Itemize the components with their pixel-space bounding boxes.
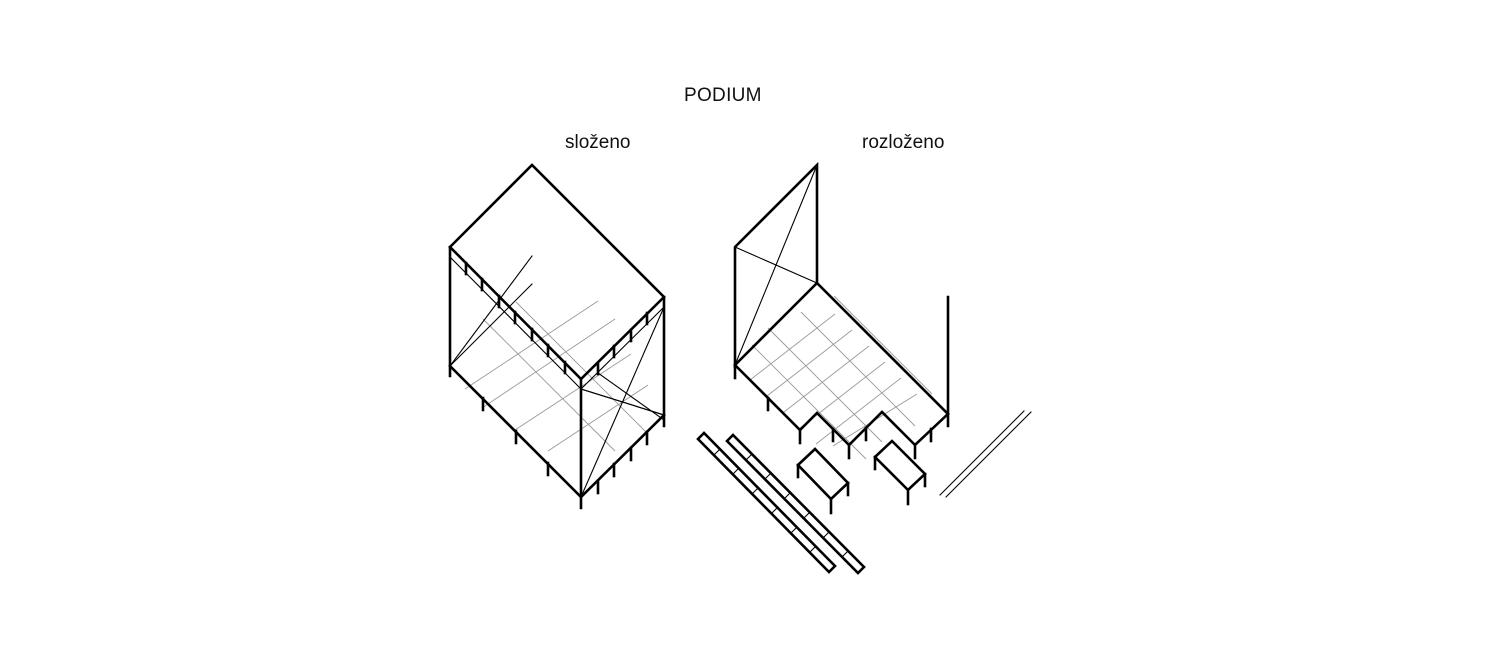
assembled-podium — [448, 163, 666, 510]
exploded-beam-2 — [725, 433, 866, 575]
assembled-bracing — [449, 255, 665, 498]
assembled-roof — [448, 163, 666, 381]
assembled-roof-ribs — [464, 261, 649, 376]
exploded-floor-legs — [766, 396, 933, 460]
exploded-floor-right-edge — [815, 281, 950, 416]
exploded-beam-1 — [696, 431, 837, 574]
assembled-columns — [448, 245, 666, 510]
beam-2-outline — [725, 433, 866, 575]
assembled-floor-back — [449, 283, 533, 367]
assembled-label: složeno — [565, 132, 631, 153]
exploded-podium — [696, 161, 1032, 575]
assembled-floor-grid — [464, 300, 649, 452]
assembled-legs — [481, 396, 649, 495]
diagram-title: PODIUM — [684, 85, 762, 106]
beam-1-outline — [696, 431, 837, 574]
exploded-wall-bracing — [734, 164, 818, 366]
bench-1-top — [796, 447, 850, 501]
exploded-bench-2 — [873, 439, 927, 506]
exploded-bench-1 — [796, 447, 850, 515]
exploded-label: rozloženo — [862, 132, 945, 153]
bench-2-top — [873, 439, 927, 492]
assembled-floor-front — [448, 364, 666, 499]
exploded-rods — [939, 410, 1032, 498]
